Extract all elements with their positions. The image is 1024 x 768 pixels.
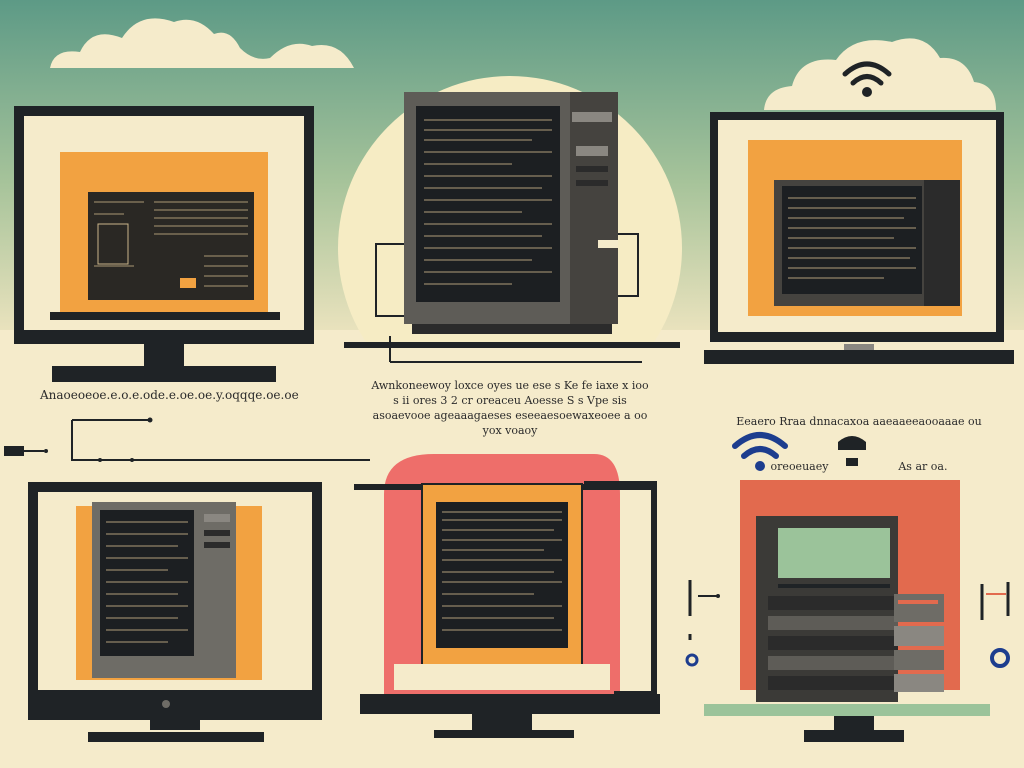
caption-center: Awnkoneewoy loxce oyes ue ese s Ke fe ia…	[330, 378, 690, 438]
caption-center-line: Awnkoneewoy loxce oyes ue ese s Ke fe ia…	[371, 379, 649, 392]
caption-center-line: asoaevooe ageaaagaeses eseeaesoewaxeoee …	[372, 409, 648, 422]
connector-icon	[980, 582, 1010, 668]
caption-center-line: s ii ores 3 2 cr oreaceu Aoesse S s Vpe …	[393, 394, 627, 407]
caption-center-line: yox voaoy	[482, 424, 538, 437]
device-bottom-center	[354, 454, 660, 738]
caption-right-line: oreoeuaey As ar oa.	[770, 460, 948, 473]
caption-right-line: Eeaero Rraa dnnacaxoa aaeaaeeaooaaae ou	[736, 415, 982, 428]
caption-right: Eeaero Rraa dnnacaxoa aaeaaeeaooaaae ou …	[724, 384, 994, 489]
plug-icon	[838, 436, 866, 466]
tower-top-center	[344, 92, 680, 363]
monitor-top-left	[14, 106, 314, 382]
cable-icon	[4, 417, 370, 462]
wifi-icon	[732, 432, 788, 471]
connector-icon	[685, 580, 720, 667]
caption-left: Anaoeoeoe.e.o.e.ode.e.oe.oe.y.oqqqe.oe.o…	[40, 388, 299, 402]
laptop-top-right	[704, 112, 1014, 364]
cloud-right	[764, 38, 996, 110]
monitor-bottom-left	[28, 482, 322, 742]
retro-computer-bottom-right	[704, 480, 990, 742]
wifi-icon	[842, 61, 892, 97]
cloud-left	[50, 18, 354, 68]
